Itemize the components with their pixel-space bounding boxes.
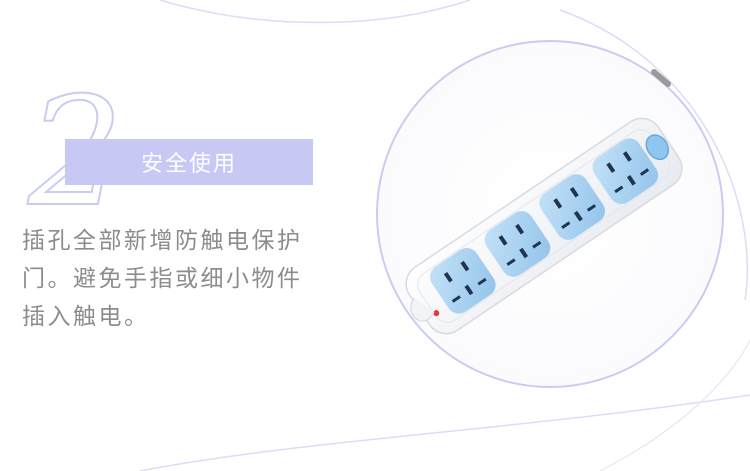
power-strip-image xyxy=(376,40,724,388)
section-title: 安全使用 xyxy=(140,152,237,177)
description-line-3: 插入触电。 xyxy=(22,304,150,330)
description-line-1: 插孔全部新增防触电保护 xyxy=(22,228,303,254)
description-line-2: 门。避免手指或细小物件 xyxy=(22,266,303,292)
title-banner: 安全使用 xyxy=(65,139,313,185)
section-description: 插孔全部新增防触电保护 门。避免手指或细小物件 插入触电。 xyxy=(22,222,352,336)
